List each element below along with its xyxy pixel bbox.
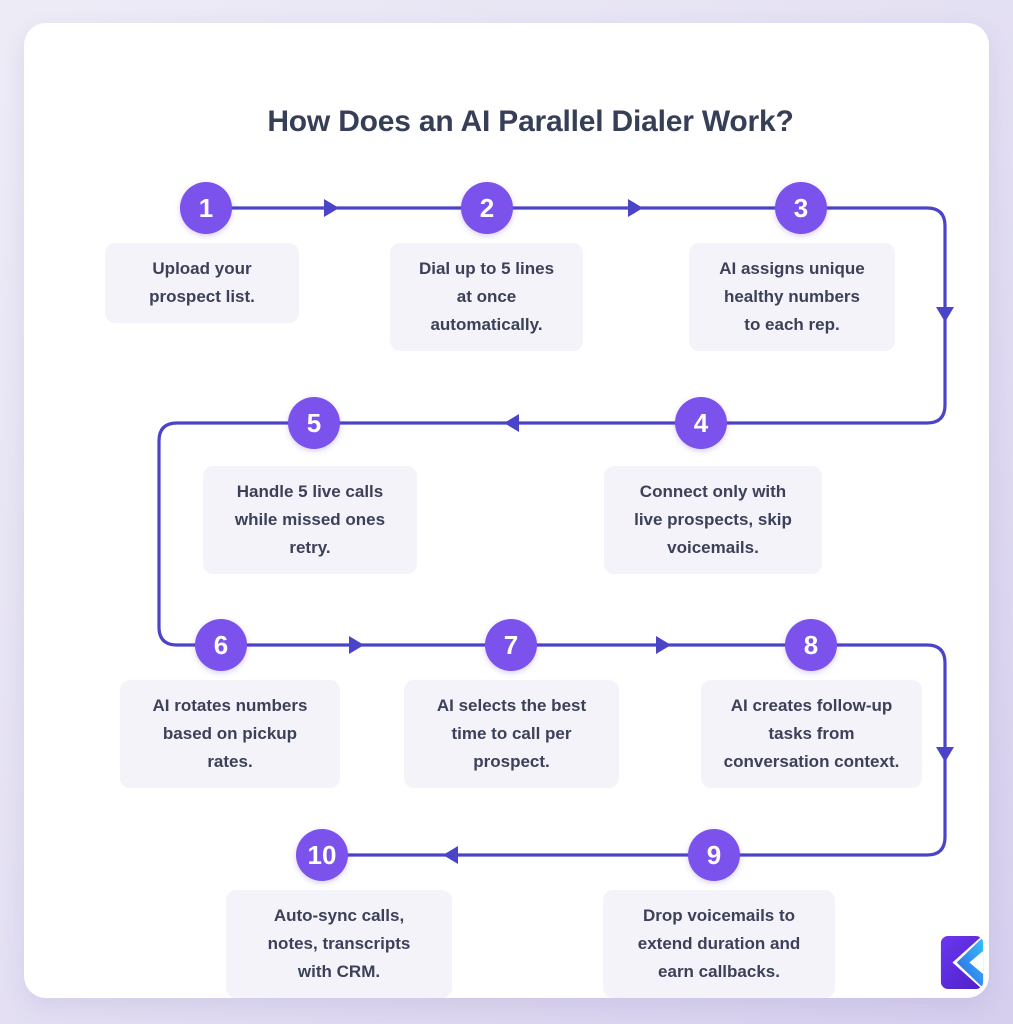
- step-text-line: notes, transcripts: [267, 934, 411, 953]
- step-number: 10: [307, 840, 337, 870]
- arrow-down-icon: [936, 747, 954, 762]
- step-text-line: at once: [456, 287, 517, 306]
- step-text-line: Upload your: [152, 259, 252, 278]
- arrow-down-icon: [936, 307, 954, 322]
- step-circle-1: 1: [180, 182, 232, 234]
- step-number: 7: [503, 630, 519, 660]
- step-card-8: AI creates follow-up tasks from conversa…: [701, 680, 922, 788]
- brand-logo-k-chevron-icon: [940, 936, 984, 989]
- step-text-line: prospect list.: [149, 287, 255, 306]
- step-circle-10: 10: [296, 829, 348, 881]
- step-number: 5: [306, 408, 322, 438]
- step-text-line: based on pickup: [162, 724, 298, 743]
- step-text-line: Connect only with: [639, 482, 787, 501]
- step-text-line: AI rotates numbers: [152, 696, 308, 715]
- step-text-line: live prospects, skip: [634, 510, 792, 529]
- flow-connector: [157, 199, 954, 864]
- step-circle-8: 8: [785, 619, 837, 671]
- arrow-right-icon: [656, 636, 671, 654]
- step-circle-7: 7: [485, 619, 537, 671]
- step-text-line: Handle 5 live calls: [236, 482, 384, 501]
- step-number: 4: [693, 408, 709, 438]
- step-circle-2: 2: [461, 182, 513, 234]
- step-card-7: AI selects the best time to call per pro…: [404, 680, 619, 788]
- arrow-left-icon: [504, 414, 519, 432]
- infographic-title: How Does an AI Parallel Dialer Work?: [267, 105, 794, 138]
- step-text-line: time to call per: [451, 724, 572, 743]
- step-circle-6: 6: [195, 619, 247, 671]
- step-circle-9: 9: [688, 829, 740, 881]
- step-text-line: extend duration and: [637, 934, 801, 953]
- step-text-line: Dial up to 5 lines: [418, 259, 555, 278]
- infographic-card: How Does an AI Parallel Dialer Work? 1 2…: [24, 23, 989, 998]
- arrow-left-icon: [443, 846, 458, 864]
- step-circle-3: 3: [775, 182, 827, 234]
- step-card-4: Connect only with live prospects, skip v…: [604, 466, 822, 574]
- step-circle-4: 4: [675, 397, 727, 449]
- arrow-right-icon: [324, 199, 339, 217]
- step-text-line: with CRM.: [297, 962, 381, 981]
- step-number: 6: [213, 630, 229, 660]
- step-text-line: tasks from: [768, 724, 855, 743]
- step-number: 9: [706, 840, 722, 870]
- step-number: 8: [803, 630, 819, 660]
- arrow-right-icon: [628, 199, 643, 217]
- step-text-line: AI creates follow-up: [730, 696, 893, 715]
- step-text-line: retry.: [289, 538, 331, 557]
- step-text-line: healthy numbers: [723, 287, 861, 306]
- step-text-line: AI selects the best: [436, 696, 587, 715]
- step-text-line: earn callbacks.: [658, 962, 780, 981]
- step-text-line: voicemails.: [667, 538, 759, 557]
- step-card-10: Auto-sync calls, notes, transcripts with…: [226, 890, 452, 998]
- step-number: 2: [479, 193, 495, 223]
- step-text-line: Auto-sync calls,: [273, 906, 405, 925]
- step-text-line: prospect.: [473, 752, 550, 771]
- step-text-line: automatically.: [430, 315, 543, 334]
- step-text-line: Drop voicemails to: [642, 906, 796, 925]
- arrow-right-icon: [349, 636, 364, 654]
- step-card-9: Drop voicemails to extend duration and e…: [603, 890, 835, 998]
- step-card-3: AI assigns unique healthy numbers to eac…: [689, 243, 895, 351]
- step-text-line: conversation context.: [723, 752, 900, 771]
- step-circle-5: 5: [288, 397, 340, 449]
- step-number: 3: [793, 193, 809, 223]
- step-text-line: AI assigns unique: [719, 259, 865, 278]
- step-text-line: to each rep.: [744, 315, 840, 334]
- step-card-5: Handle 5 live calls while missed ones re…: [203, 466, 417, 574]
- step-card-1: Upload your prospect list.: [105, 243, 299, 323]
- step-card-2: Dial up to 5 lines at once automatically…: [390, 243, 583, 351]
- step-text-line: rates.: [207, 752, 253, 771]
- step-number: 1: [198, 193, 214, 223]
- step-card-6: AI rotates numbers based on pickup rates…: [120, 680, 340, 788]
- step-text-line: while missed ones: [234, 510, 386, 529]
